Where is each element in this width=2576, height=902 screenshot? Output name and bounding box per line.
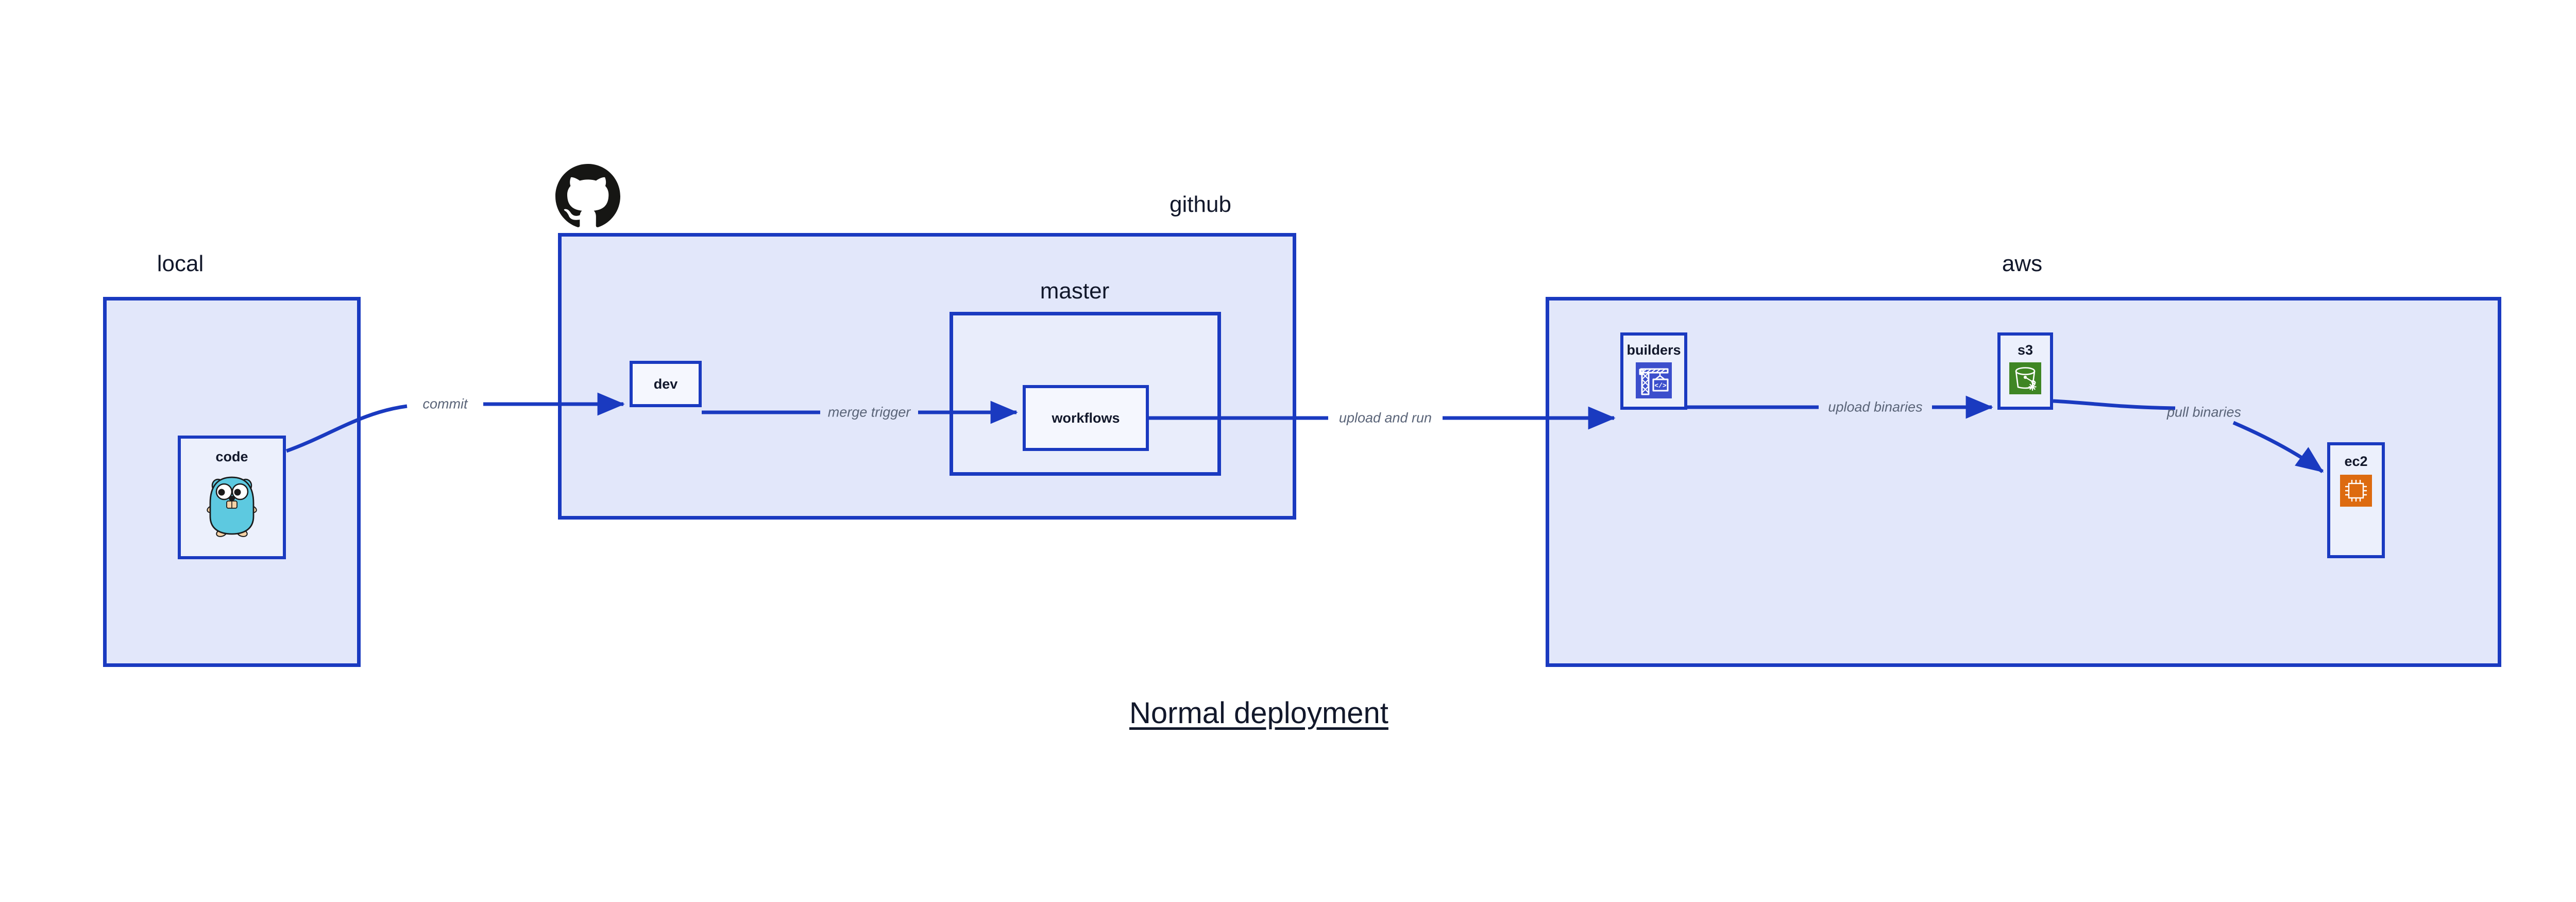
aws-ec2-chip-icon	[2340, 475, 2372, 507]
cluster-label-aws: aws	[2002, 251, 2043, 276]
edge-label-commit: commit	[422, 396, 468, 412]
node-builders[interactable]: builders </>	[1620, 332, 1687, 410]
go-gopher-icon	[207, 476, 257, 537]
node-label-builders: builders	[1626, 342, 1681, 358]
node-s3[interactable]: s3	[1997, 332, 2053, 410]
node-label-s3: s3	[2017, 342, 2033, 358]
edge-label-pull-binaries: pull binaries	[2166, 404, 2242, 420]
node-label-code: code	[215, 449, 248, 464]
page-title: Normal deployment	[1129, 696, 1388, 730]
edge-label-merge-trigger: merge trigger	[827, 404, 911, 420]
cluster-label-master: master	[1040, 278, 1110, 304]
node-label-workflows: workflows	[1052, 410, 1120, 426]
cluster-label-github: github	[1170, 192, 1231, 217]
node-workflows[interactable]: workflows	[1023, 385, 1149, 451]
node-label-dev: dev	[653, 376, 678, 392]
aws-codebuild-icon: </>	[1636, 362, 1672, 398]
node-dev[interactable]: dev	[630, 361, 702, 407]
svg-text:</>: </>	[1654, 382, 1667, 390]
edge-label-upload-binaries: upload binaries	[1828, 399, 1923, 415]
node-label-ec2: ec2	[2344, 454, 2368, 469]
cluster-label-local: local	[157, 251, 204, 276]
edge-label-upload-and-run: upload and run	[1338, 410, 1432, 426]
node-ec2[interactable]: ec2	[2327, 442, 2385, 558]
github-octocat-icon	[555, 164, 620, 227]
node-code[interactable]: code	[178, 436, 286, 559]
aws-s3-bucket-icon	[2009, 362, 2041, 394]
